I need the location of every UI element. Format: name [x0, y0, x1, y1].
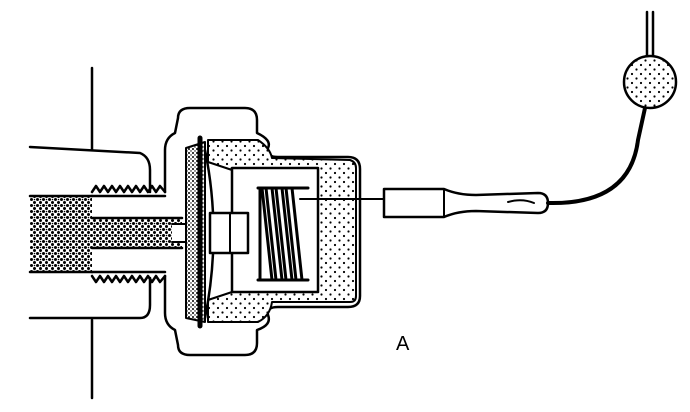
housing-outline	[163, 106, 362, 357]
lamp-wire	[546, 106, 647, 206]
oil-passage	[30, 196, 92, 272]
threaded-stem	[90, 184, 184, 284]
figure-label: A	[396, 333, 410, 355]
engine-block	[28, 66, 152, 400]
warning-lamp-icon	[622, 54, 678, 110]
port-oil	[92, 218, 182, 248]
spring	[256, 186, 310, 282]
spade-connector	[382, 187, 550, 219]
